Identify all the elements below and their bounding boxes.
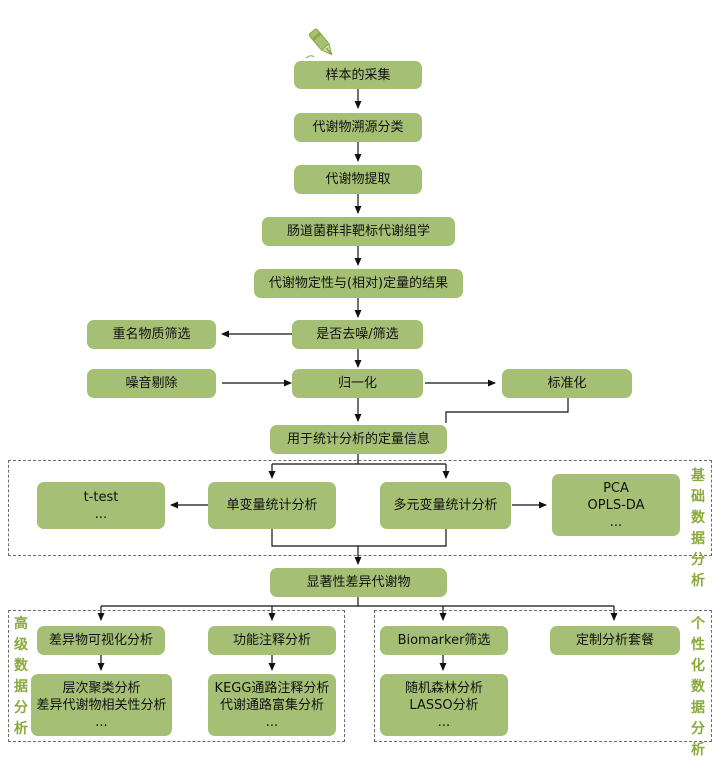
- quant-info-node: 用于统计分析的定量信息: [270, 425, 447, 454]
- univariate-node: 单变量统计分析: [208, 482, 336, 529]
- standardization-node: 标准化: [502, 369, 632, 398]
- random-forest-node: 随机森林分析 LASSO分析 ...: [380, 674, 508, 736]
- ttest-node: t-test ...: [37, 482, 165, 529]
- results-node: 代谢物定性与(相对)定量的结果: [254, 269, 463, 298]
- duplicate-filter-node: 重名物质筛选: [87, 320, 216, 349]
- biomarker-node: Biomarker筛选: [380, 626, 508, 655]
- personalized-analysis-region: [374, 610, 712, 742]
- basic-analysis-region: [8, 460, 712, 556]
- basic-analysis-label: 基础数据分析: [691, 468, 705, 589]
- sample-collection-node: 样本的采集: [294, 61, 422, 89]
- pca-node: PCA OPLS-DA ...: [552, 474, 680, 536]
- significant-node: 显著性差异代谢物: [270, 568, 447, 597]
- custom-package-node: 定制分析套餐: [550, 626, 680, 655]
- denoise-filter-node: 是否去噪/筛选: [292, 320, 423, 349]
- func-annot-node: 功能注释分析: [208, 626, 336, 655]
- pen-icon: [302, 24, 342, 66]
- diff-visual-node: 差异物可视化分析: [37, 626, 165, 655]
- metabolite-source-node: 代谢物溯源分类: [294, 113, 422, 142]
- gut-untargeted-node: 肠道菌群非靶标代谢组学: [262, 217, 455, 246]
- kegg-node: KEGG通路注释分析 代谢通路富集分析 ...: [208, 674, 336, 736]
- multivariate-node: 多元变量统计分析: [380, 482, 511, 529]
- advanced-analysis-label: 高级数据分析: [14, 616, 28, 737]
- normalization-node: 归一化: [292, 369, 423, 398]
- clustering-node: 层次聚类分析 差异代谢物相关性分析 ...: [31, 674, 172, 736]
- noise-removal-node: 噪音剔除: [87, 369, 216, 398]
- personalized-analysis-label: 个性化数据分析: [691, 616, 705, 758]
- metabolite-extraction-node: 代谢物提取: [294, 165, 422, 194]
- advanced-analysis-region: [8, 610, 345, 742]
